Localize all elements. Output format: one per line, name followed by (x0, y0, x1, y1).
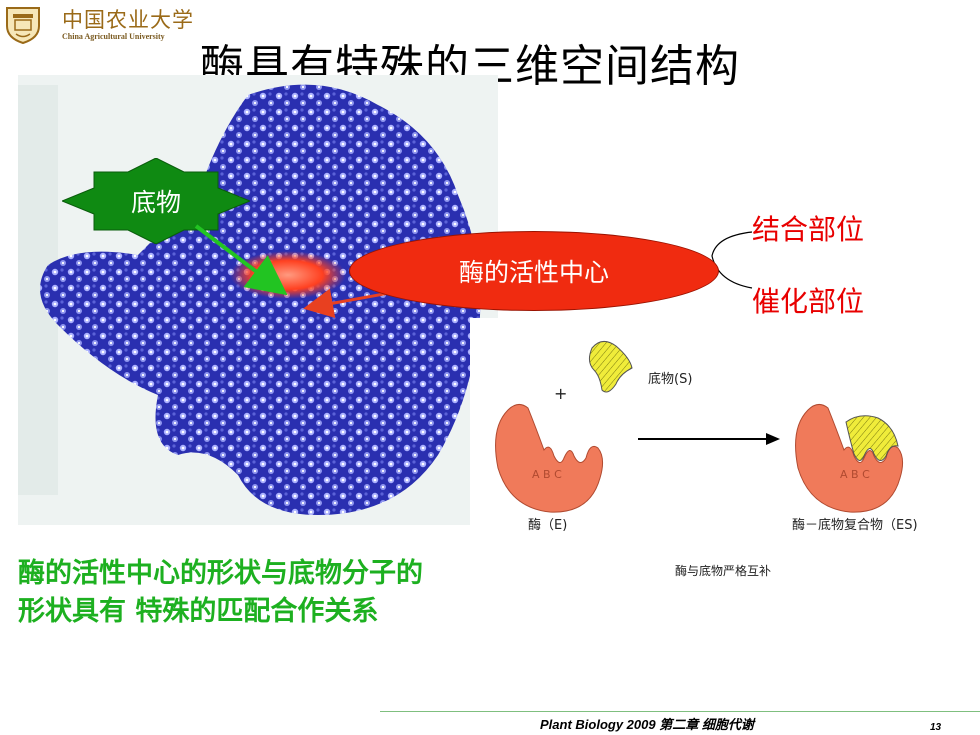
enzyme-3d-model-image (18, 75, 498, 525)
enzyme-shape (495, 404, 604, 513)
substrate-label: 底物 (60, 157, 252, 245)
logo-name-cn: 中国农业大学 (62, 8, 194, 32)
substrate-arrow (194, 224, 288, 296)
substrate-shape (588, 341, 633, 393)
fit-diagram-drawing (495, 341, 904, 513)
es-complex-substrate-shape (845, 415, 899, 461)
active-center-ellipse: 酶的活性中心 (349, 231, 719, 311)
active-center-arrow (303, 288, 396, 319)
binding-site-label: 结合部位 (752, 213, 865, 246)
substrate-label-text: 底物 (130, 188, 181, 217)
substrate-s-label: 底物(S) (648, 372, 693, 387)
es-complex-label: 酶－底物复合物（ES) (792, 518, 918, 533)
page-number: 13 (930, 722, 942, 733)
es-complex-enzyme-shape (795, 404, 904, 513)
footer-divider (380, 711, 980, 712)
logo-name-en: China Agricultural University (62, 32, 165, 41)
plus-sign: + (554, 384, 568, 403)
site-letters-left: A B C (532, 468, 562, 481)
site-bracket (711, 231, 753, 289)
enzyme-substrate-fit-diagram: + 底物(S) A B C A B C 酶（E) 酶－底物复合物（ES) 酶与底… (470, 318, 980, 590)
fit-diagram-caption: 酶与底物严格互补 (675, 564, 772, 578)
university-logo: 中国农业大学 China Agricultural University (4, 4, 204, 50)
footer-text: Plant Biology 2009 第二章 细胞代谢 (540, 717, 754, 732)
site-letters-right: A B C (840, 468, 870, 481)
university-seal-icon (6, 7, 40, 44)
catalytic-site-label: 催化部位 (752, 285, 865, 318)
enzyme-e-label: 酶（E) (528, 518, 568, 533)
slide-caption: 酶的活性中心的形状与底物分子的形状具有 特殊的匹配合作关系 (18, 558, 423, 627)
